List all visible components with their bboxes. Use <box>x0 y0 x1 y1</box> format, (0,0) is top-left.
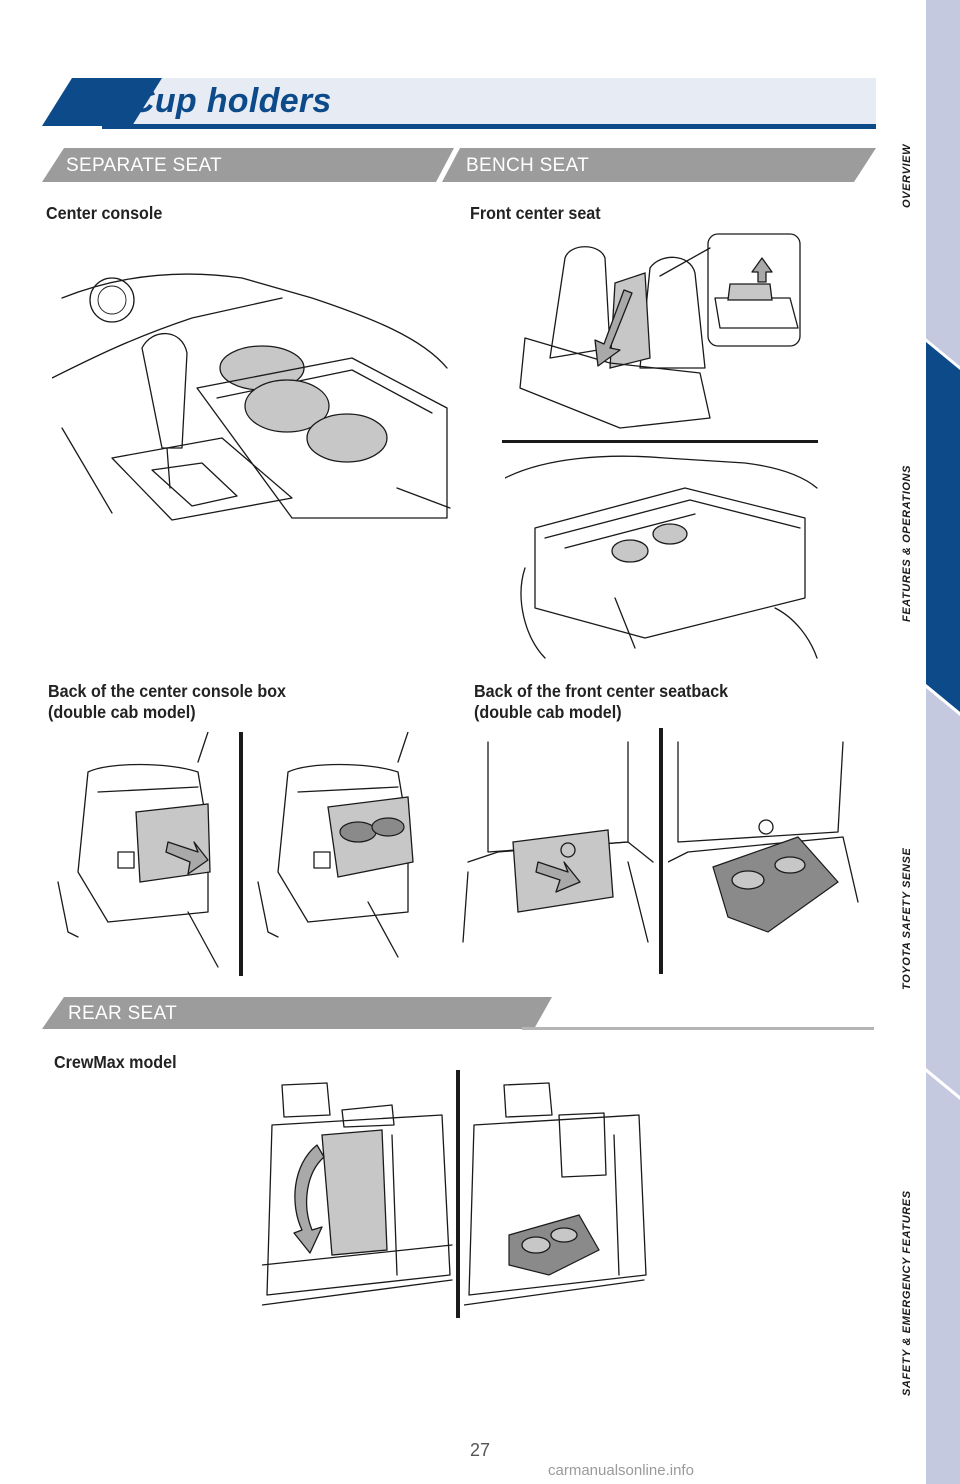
top-banner-bar <box>42 148 876 182</box>
divider-vertical-2 <box>659 728 663 974</box>
caption-center-console: Center console <box>46 203 163 223</box>
caption-back-seatback-line2: (double cab model) <box>474 702 622 722</box>
page-number: 27 <box>469 1440 491 1460</box>
sidebar <box>926 0 960 1484</box>
sidebar-tab-features-operations[interactable]: FEATURES & OPERATIONS <box>901 464 913 622</box>
caption-back-console-line1: Back of the center console box <box>48 681 286 701</box>
divider-horizontal <box>502 440 818 443</box>
sidebar-tab-safety-emergency[interactable]: SAFETY & EMERGENCY FEATURES <box>901 1190 913 1396</box>
front-center-seat-illustration <box>519 233 801 429</box>
caption-crewmax: CrewMax model <box>54 1052 177 1072</box>
divider-vertical-3 <box>456 1070 460 1318</box>
crewmax-rear-closed-illustration <box>262 1082 453 1306</box>
sidebar-tab-overview[interactable]: OVERVIEW <box>901 143 913 208</box>
watermark: carmanualsonline.info <box>548 1462 694 1479</box>
console-back-closed-illustration <box>57 732 219 968</box>
center-console-illustration <box>52 273 451 521</box>
caption-back-console-line2: (double cab model) <box>48 702 196 722</box>
seatback-closed-illustration <box>462 741 654 943</box>
divider-vertical <box>239 732 243 976</box>
title-bar <box>42 78 876 129</box>
sidebar-tab-toyota-safety-sense[interactable]: TOYOTA SAFETY SENSE <box>901 847 913 990</box>
caption-front-center-seat: Front center seat <box>470 203 601 223</box>
crewmax-rear-open-illustration <box>464 1082 647 1306</box>
console-back-open-illustration <box>257 732 414 958</box>
seatback-open-illustration <box>668 741 859 933</box>
caption-back-seatback-line1: Back of the front center seatback <box>474 681 729 701</box>
rear-banner-bar <box>42 997 874 1030</box>
bench-cupholder-illustration <box>505 455 818 659</box>
banner-bench-seat: BENCH SEAT <box>466 155 590 176</box>
page-title: Cup holders <box>130 82 332 120</box>
banner-separate-seat: SEPARATE SEAT <box>66 155 222 176</box>
banner-rear-seat: REAR SEAT <box>68 1003 177 1024</box>
